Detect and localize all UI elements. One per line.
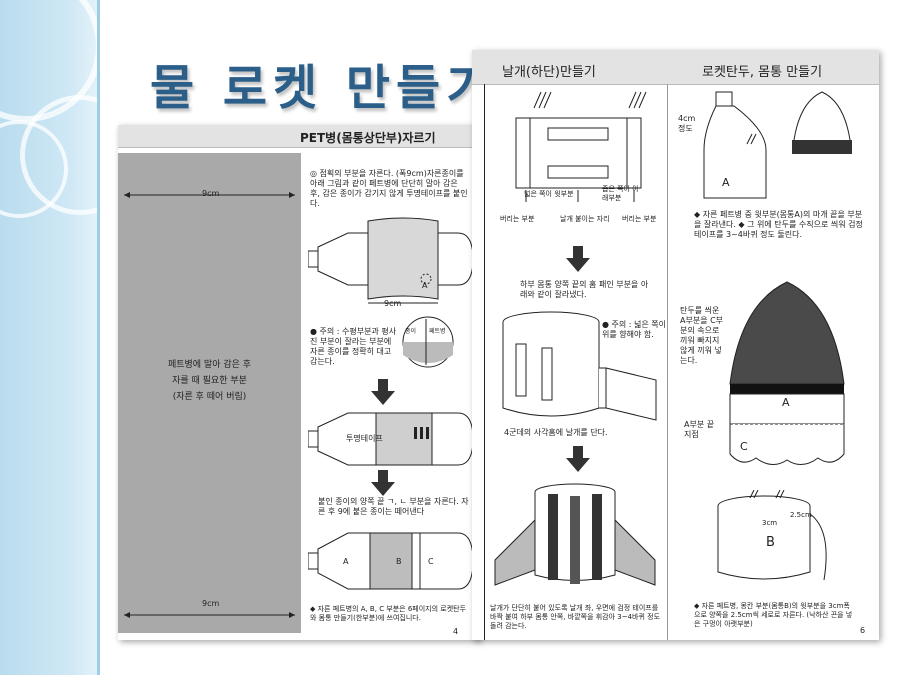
slide-title: 물 로켓 만들기 [150,60,497,116]
lower-body-b-diagram [717,490,827,581]
assembly-note: 탄두를 씌운 A부분을 C부분의 속으로 끼워 빠지지 않게 끼워 넣는다. [680,306,724,365]
bottle-part-b: B [396,557,402,566]
fin-section-title: 날개(하단)만들기 [502,65,596,80]
left-page-title: PET병(몸통상단부)자르기 [300,131,436,145]
point-label-a: A [422,281,428,290]
cap-size-label: 4cm 정도 [678,114,696,133]
gray-label-line: 자를 때 필요한 부분 [172,376,247,386]
fin-caution: ● 주의 : 넓은 쪽이 위를 향해야 함. [602,320,667,339]
rocket-assembly-diagram [729,281,845,465]
dim-9cm-bottom: 9cm [202,599,220,608]
column-divider [667,84,668,640]
bottle-part-c: C [428,557,434,566]
paper-strip-area [118,153,301,633]
dim-9cm-top: 9cm [202,189,220,198]
fin-instruction: 하부 몸통 양쪽 끝의 홈 패인 부분을 아래와 같이 잘라냈다. [520,280,649,299]
dimension-line [124,192,295,198]
step-arrow [566,446,590,472]
body-b-instruction: ◆ 자른 페트병, 몽칸 부분(몸통B)의 윗부분을 3cm폭으로 양쪽을 2.… [694,602,853,628]
inset-label-paper: 종이 [405,328,417,335]
bottle-top-and-nose-diagram [703,91,852,199]
parts-usage-note: ◆ 자른 페트병의 A, B, C 부분은 6페이지의 로켓탄두와 몸통 만들기… [310,605,467,622]
bottle-with-paper-illustration [308,217,474,304]
fin-label-wide: 넓은 쪽이 윗부분 [524,190,574,198]
caution-note: ● 주의 : 수평부분과 평사진 부분이 잘라는 부분에 자른 종이를 정확히 … [310,327,397,366]
part-label-c: C [740,440,748,453]
instruction-note: ◎ 점획의 부분을 자른다. (폭9cm)자른종이를 아래 그림과 같이 페트병… [310,169,468,208]
fin-label-fin-spot: 날개 붙이는 자리 [560,215,610,223]
gray-label-line: 페트병에 말아 감은 후 [167,360,252,370]
bottle-with-tape-illustration [308,412,473,466]
left-page-number: 4 [453,627,459,636]
a-end-point-note: A부분 끝지점 [684,420,715,439]
dim-3cm: 3cm [762,519,778,527]
fin-label-discard-left: 버리는 부분 [500,215,535,223]
step-arrow [566,246,590,272]
finished-fins-diagram [494,483,656,586]
right-page-number: 6 [860,626,866,635]
dim-2-5cm: 2.5cm [790,511,812,519]
fin-tape-note: 날개가 단단히 붙어 있도록 날개 좌, 우면에 검정 테이프를 바짝 붙여 하… [490,604,661,630]
step-arrow [371,470,395,496]
column-divider [484,84,485,640]
right-page-header: 날개(하단)만들기 로켓탄두, 몸통 만들기 [472,50,879,85]
fin-label-discard-right: 버리는 부분 [622,215,657,223]
dim-9cm-bottle: 9cm [384,299,402,308]
part-label-a-assembled: A [782,396,790,409]
right-page: 날개(하단)만들기 로켓탄두, 몸통 만들기 넓은 쪽이 윗부분 좁은 쪽이 아… [472,50,879,640]
cut-instruction: 붙인 종이의 양쪽 끝 ㄱ, ㄴ 부분을 자른다. 자른 후 9에 붙은 종이는… [318,497,469,516]
nose-section-title: 로켓탄두, 몸통 만들기 [702,65,823,80]
nose-instruction: ◆ 자른 페트병 중 윗부분(몸통A)의 마개 끝을 부분을 잘라낸다. ◆ 그… [694,210,863,239]
cut-bottle-parts-illustration [308,532,473,590]
left-page: PET병(몸통상단부)자르기 9cm 페트병에 말아 감은 후 자를 때 필요한… [118,125,480,640]
tape-label: 투명테이프 [346,434,383,443]
left-page-header: PET병(몸통상단부)자르기 [118,125,480,148]
decorative-side-band [0,0,100,675]
part-label-a: A [722,176,730,189]
bottle-part-a: A [343,557,349,566]
inset-label-bottle: 페트병 [429,328,446,335]
inset-detail-circle [402,316,454,368]
fin-label-narrow: 좁은 쪽이 아래부분 [602,185,639,202]
fin-strip-diagram [515,91,647,202]
gray-label-line: (자른 후 떼어 버림) [172,392,247,402]
lower-body-cylinder-diagram [502,311,657,421]
step-arrow [371,379,395,405]
part-label-b: B [766,535,775,550]
fin-attach-note: 4군데의 사각홈에 날개를 단다. [504,428,608,437]
dimension-line [124,612,295,618]
gray-area-label: 페트병에 말아 감은 후 자를 때 필요한 부분 (자른 후 떼어 버림) [118,357,301,405]
